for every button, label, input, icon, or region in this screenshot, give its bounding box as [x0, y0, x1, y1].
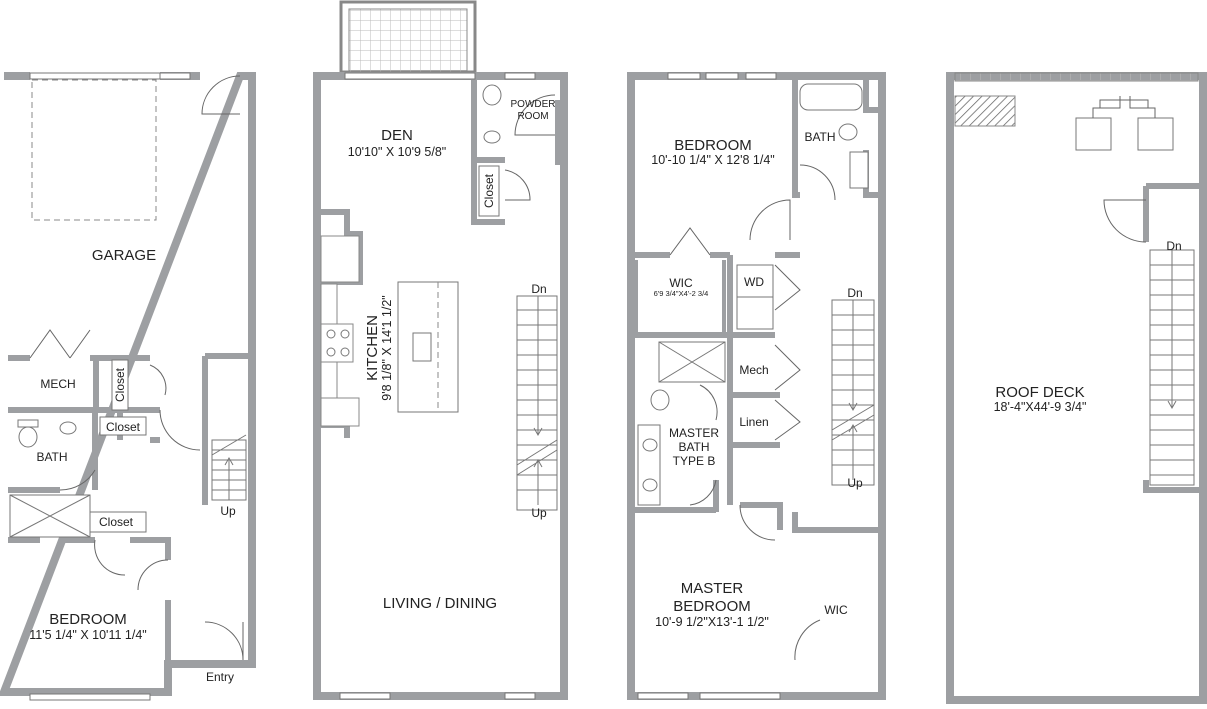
- room-label-master-bath: TYPE B: [673, 454, 716, 468]
- car-outline: [31, 79, 157, 221]
- room-label-closet: Closet: [99, 515, 134, 529]
- stair-label-dn: Dn: [531, 282, 546, 296]
- stairs: [516, 295, 558, 511]
- room-dimensions-master-bedroom: 10'-9 1/2"X13'-1 1/2": [655, 615, 769, 629]
- room-label-wd: WD: [744, 275, 764, 289]
- stair-label-dn: Dn: [1166, 239, 1181, 253]
- stairs: [831, 299, 875, 486]
- room-label-powder-room: POWDER: [511, 99, 556, 110]
- room-label-master-bedroom: BEDROOM: [673, 598, 751, 615]
- upper-floor-plan: BEDROOM 10'-10 1/4" X 12'8 1/4" BATH WIC…: [627, 72, 886, 700]
- room-label-living-dining: LIVING / DINING: [383, 595, 497, 612]
- room-label-entry: Entry: [206, 670, 234, 684]
- room-label-bath: BATH: [36, 450, 67, 464]
- room-label-master-bedroom: MASTER: [681, 580, 744, 597]
- room-label-bath: BATH: [804, 130, 835, 144]
- room-label-closet: Closet: [482, 173, 496, 208]
- room-dimensions-bedroom: 11'5 1/4" X 10'11 1/4": [29, 628, 146, 642]
- room-label-kitchen: KITCHEN: [364, 315, 381, 381]
- room-label-roof-deck: ROOF DECK: [995, 384, 1084, 401]
- room-dimensions-den: 10'10" X 10'9 5/8": [348, 145, 446, 159]
- room-dimensions-bedroom: 10'-10 1/4" X 12'8 1/4": [651, 153, 774, 167]
- room-label-closet: Closet: [113, 367, 127, 402]
- room-label-wic: WIC: [824, 603, 848, 617]
- ground-floor-plan: GARAGE MECH Closet Closet Closet BATH BE…: [0, 72, 256, 701]
- stairs: [211, 434, 247, 501]
- room-label-bedroom: BEDROOM: [49, 611, 127, 628]
- room-label-mech: MECH: [40, 377, 75, 391]
- room-label-garage: GARAGE: [92, 247, 156, 264]
- room-label-master-bath: MASTER: [669, 426, 719, 440]
- stair-label-up: Up: [847, 476, 863, 490]
- room-dimensions-kitchen: 9'8 1/8" X 14'1 1/2": [380, 295, 394, 400]
- room-label-powder-room: ROOM: [517, 111, 548, 122]
- room-label-den: DEN: [381, 127, 413, 144]
- room-label-master-bath: BATH: [678, 440, 709, 454]
- room-label-mech: Mech: [739, 363, 768, 377]
- room-dimensions-wic: 6'9 3/4"X4'-2 3/4: [654, 289, 709, 298]
- stairs: [1149, 249, 1195, 486]
- stair-label-up: Up: [531, 506, 547, 520]
- room-dimensions-roof-deck: 18'-4"X44'-9 3/4": [994, 400, 1087, 414]
- roof-plan: Dn ROOF DECK 18'-4"X44'-9 3/4": [946, 72, 1207, 704]
- main-floor-plan: DEN 10'10" X 10'9 5/8" POWDER ROOM Close…: [313, 0, 568, 700]
- stair-label-up: Up: [220, 504, 236, 518]
- room-label-bedroom: BEDROOM: [674, 137, 752, 154]
- room-label-linen: Linen: [739, 415, 768, 429]
- stair-label-dn: Dn: [847, 286, 862, 300]
- room-label-closet: Closet: [106, 420, 141, 434]
- room-label-wic: WIC: [669, 276, 693, 290]
